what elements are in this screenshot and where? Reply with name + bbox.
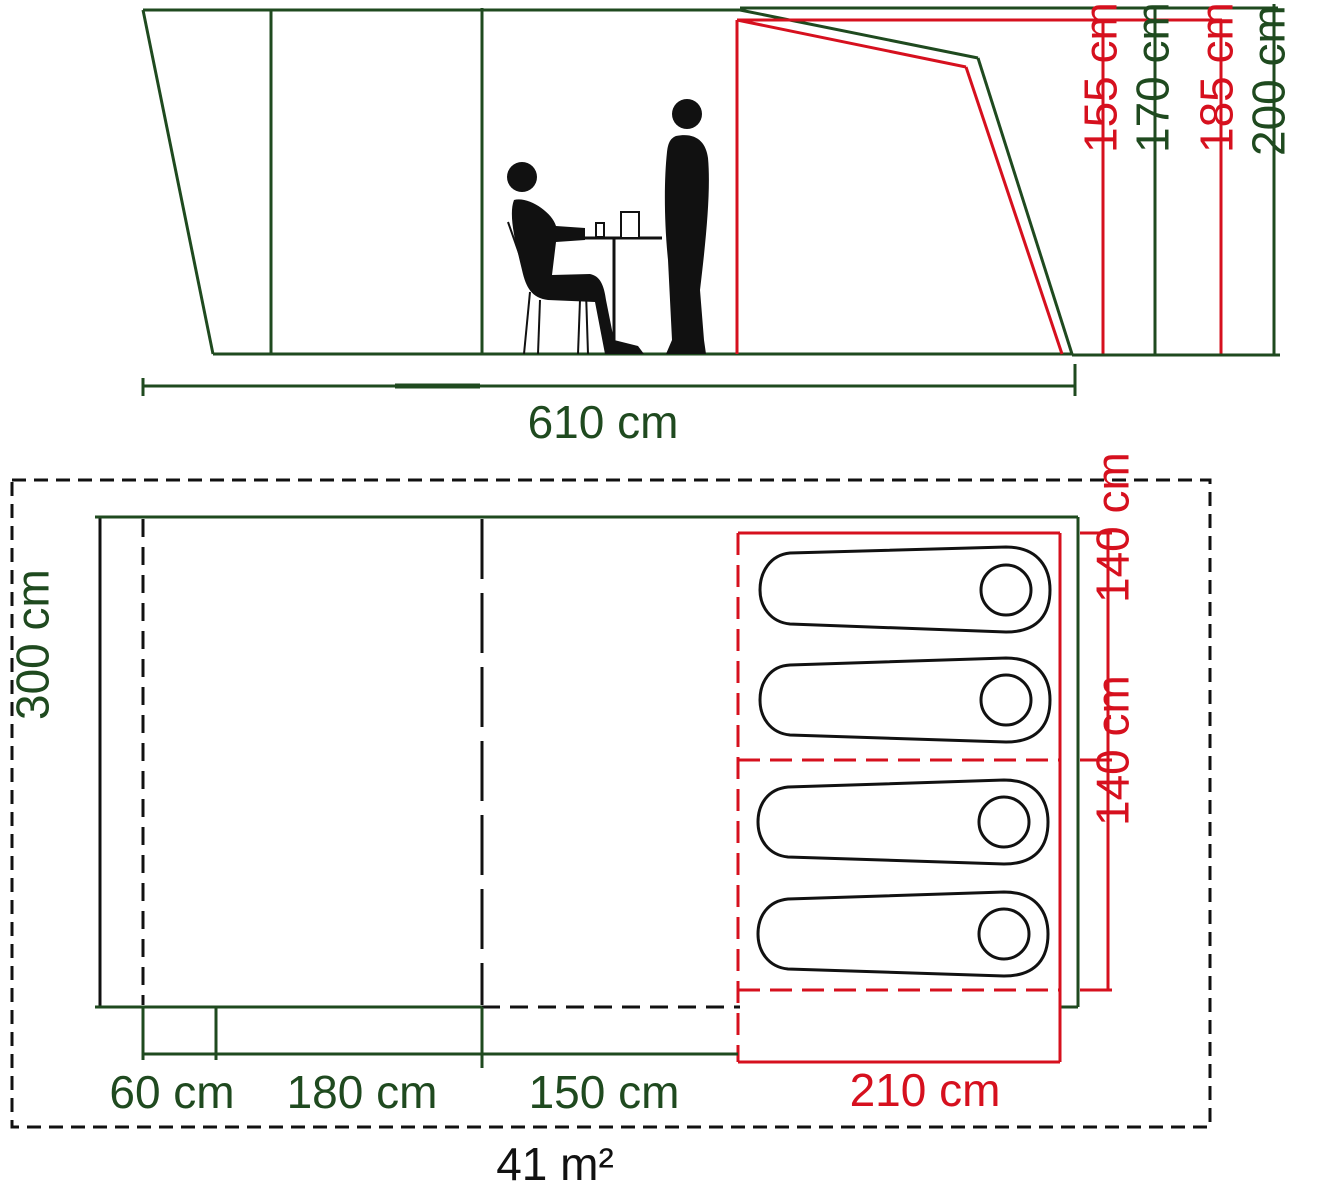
width-label-300: 300 cm (7, 569, 59, 720)
height-label-170: 170 cm (1127, 2, 1179, 153)
seated-person-icon (507, 162, 644, 354)
length-dimension-line (141, 364, 1077, 396)
depth-label-lower: 140 cm (1087, 675, 1139, 826)
sleeping-bag-icon (758, 545, 1052, 634)
tent-outline-plan (143, 515, 1080, 1009)
segment-dimension-lines (141, 1007, 738, 1068)
height-label-185: 185 cm (1191, 2, 1243, 153)
segment-label-210: 210 cm (850, 1064, 1001, 1116)
segment-label-60: 60 cm (109, 1066, 234, 1118)
standing-person-icon (664, 99, 709, 354)
sleeping-bag-icon (756, 778, 1050, 866)
sleeping-bag-icon (758, 656, 1052, 744)
sleeping-bag-icon (756, 890, 1050, 978)
length-label-610: 610 cm (528, 396, 679, 448)
tent-inner-dashes (141, 519, 740, 1009)
side-view: 155 cm 170 cm 185 cm 200 cm 610 cm (141, 2, 1295, 448)
segment-label-180: 180 cm (287, 1066, 438, 1118)
segment-label-150: 150 cm (529, 1066, 680, 1118)
height-label-200: 200 cm (1243, 5, 1295, 156)
floor-plan: 300 cm 140 cm 140 cm (7, 452, 1212, 1190)
height-label-155: 155 cm (1075, 2, 1127, 153)
area-boundary (10, 478, 1212, 1129)
bedroom-outline-plan (736, 531, 1112, 1062)
depth-label-upper: 140 cm (1087, 452, 1139, 603)
width-dimension-line (95, 515, 143, 1009)
sleeping-bags (756, 545, 1052, 978)
height-dimension-lines (1072, 4, 1280, 357)
bedroom-outline-side (735, 18, 1222, 355)
area-label: 41 m² (496, 1138, 614, 1190)
